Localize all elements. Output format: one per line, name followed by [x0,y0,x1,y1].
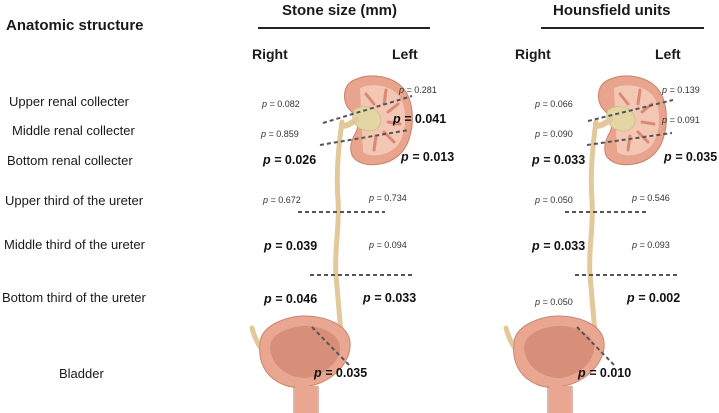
structure-label-upper-ureter: Upper third of the ureter [5,193,144,208]
stone-size-p-upper-ureter-right: p = 0.672 [263,195,301,205]
stone-size-left-label: Left [392,46,418,62]
structure-label-bottom-ureter: Bottom third of the ureter [2,290,146,305]
stone-size-p-bottom-renal-left: p = 0.013 [401,150,455,164]
hounsfield-p-bottom-ureter-right: p = 0.050 [535,297,573,307]
hounsfield-p-middle-right: p = 0.090 [535,129,573,139]
structure-label-middle-renal: Middle renal collecter [12,123,135,138]
stone-size-right-label: Right [252,46,288,62]
hounsfield-left-label: Left [655,46,681,62]
stone-size-p-upper-ureter-left: p = 0.734 [369,193,407,203]
hounsfield-dividers [565,99,680,366]
hounsfield-p-upper-ureter-left: p = 0.546 [632,193,670,203]
hounsfield-p-bottom-renal-left: p = 0.035 [664,150,718,164]
structure-label-upper-renal: Upper renal collecter [9,94,129,109]
structure-label-bladder: Bladder [59,366,104,381]
row-header: Anatomic structure [6,17,144,34]
stone-size-p-bottom-ureter-left: p = 0.033 [363,291,417,305]
panel-title-rule-stone-size [258,27,430,29]
hounsfield-p-bottom-ureter-left: p = 0.002 [627,291,681,305]
stone-size-p-middle-right: p = 0.859 [261,129,299,139]
stone-size-p-bottom-ureter-right: p = 0.046 [264,292,318,306]
stone-size-p-middle-left: p = 0.041 [393,112,447,126]
panel-title-stone-size: Stone size (mm) [282,2,398,19]
stone-size-p-middle-ureter-left: p = 0.094 [369,240,407,250]
hounsfield-p-middle-ureter-right: p = 0.033 [532,239,586,253]
stone-size-p-bladder: p = 0.035 [314,366,368,380]
stone-size-p-upper-right: p = 0.082 [262,99,300,109]
hounsfield-p-middle-ureter-left: p = 0.093 [632,240,670,250]
hounsfield-right-label: Right [515,46,551,62]
structure-label-middle-ureter: Middle third of the ureter [4,237,145,252]
hounsfield-p-bladder: p = 0.010 [578,366,632,380]
hounsfield-p-middle-left: p = 0.091 [662,115,700,125]
stone-size-dividers [298,95,413,366]
panel-title-rule-hounsfield [541,27,704,29]
hounsfield-p-upper-right: p = 0.066 [535,99,573,109]
stone-size-p-middle-ureter-right: p = 0.039 [264,239,318,253]
hounsfield-p-bottom-renal-right: p = 0.033 [532,153,586,167]
hounsfield-p-upper-ureter-right: p = 0.050 [535,195,573,205]
panel-title-hounsfield: Hounsfield units [553,2,671,19]
stone-size-p-upper-left: p = 0.281 [399,85,437,95]
structure-label-bottom-renal: Bottom renal collecter [7,153,133,168]
hounsfield-p-upper-left: p = 0.139 [662,85,700,95]
stone-size-p-bottom-renal-right: p = 0.026 [263,153,317,167]
